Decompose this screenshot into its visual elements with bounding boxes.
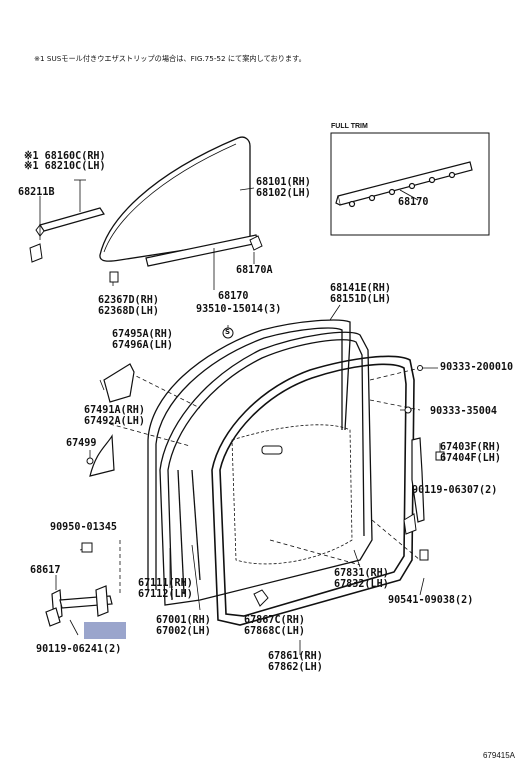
label-68170[interactable]: 68170 <box>218 289 249 302</box>
door-shell <box>159 331 373 606</box>
label-90119-06241[interactable]: 90119-06241(2) <box>36 642 122 655</box>
outer-belt-strip <box>39 207 105 232</box>
label-90333-35004[interactable]: 90333-35004 <box>430 404 498 417</box>
clip-68211b <box>29 243 43 263</box>
diagram-note: ※1 SUSモール付きウエザストリップの場合は、FIG.75-52 にて案内して… <box>34 54 306 63</box>
bracket-67495a <box>103 363 135 403</box>
label-67496a[interactable]: 67496A(LH) <box>112 338 173 351</box>
label-90950-01345[interactable]: 90950-01345 <box>50 520 118 533</box>
label-67867c[interactable]: 67867C(RH) <box>244 613 305 626</box>
door-glass <box>99 136 251 262</box>
label-68160c[interactable]: ※1 68160C(RH) <box>24 149 106 162</box>
label-68141e[interactable]: 68141E(RH) <box>330 281 391 294</box>
label-68170-full-trim[interactable]: 68170 <box>398 195 429 208</box>
label-62368d[interactable]: 62368D(LH) <box>98 304 159 317</box>
label-62367d[interactable]: 62367D(RH) <box>98 293 159 306</box>
label-67868c[interactable]: 67868C(LH) <box>244 624 305 637</box>
highlight-box <box>84 622 126 639</box>
full-trim-label: FULL TRIM <box>331 123 368 130</box>
full-trim-box <box>330 132 490 236</box>
screw-mark: S <box>225 328 231 336</box>
label-67001[interactable]: 67001(RH) <box>156 613 211 626</box>
label-68170a[interactable]: 68170A <box>236 263 273 276</box>
label-67495a[interactable]: 67495A(RH) <box>112 327 173 340</box>
label-67491a[interactable]: 67491A(RH) <box>84 403 145 416</box>
label-90541-09038[interactable]: 90541-09038(2) <box>388 593 474 606</box>
door-weatherstrip-frame <box>147 319 351 590</box>
label-67112[interactable]: 67112(LH) <box>138 587 193 600</box>
inner-belt-strip <box>145 234 259 267</box>
label-68151d[interactable]: 68151D(LH) <box>330 292 391 305</box>
label-67111[interactable]: 67111(RH) <box>138 576 193 589</box>
label-68102[interactable]: 68102(LH) <box>256 186 311 199</box>
label-67492a[interactable]: 67492A(LH) <box>84 414 145 427</box>
figure-code: 679415A <box>482 751 515 760</box>
label-68211b[interactable]: 68211B <box>18 185 55 198</box>
cover-67499 <box>89 434 115 477</box>
hole-cover <box>231 424 353 565</box>
run-channel-67403f <box>411 437 425 523</box>
label-68210c[interactable]: ※1 68210C(LH) <box>24 159 106 172</box>
label-67862[interactable]: 67862(LH) <box>268 660 323 673</box>
full-trim-strip <box>335 161 473 208</box>
label-67403f[interactable]: 67403F(RH) <box>440 440 501 453</box>
door-check <box>45 585 113 627</box>
label-93510[interactable]: 93510-15014(3) <box>196 302 282 315</box>
label-67404f[interactable]: 67404F(LH) <box>440 451 501 464</box>
label-67002[interactable]: 67002(LH) <box>156 624 211 637</box>
label-90119-06307[interactable]: 90119-06307(2) <box>412 483 498 496</box>
label-67499[interactable]: 67499 <box>66 436 97 449</box>
label-68617[interactable]: 68617 <box>30 563 61 576</box>
label-68101[interactable]: 68101(RH) <box>256 175 311 188</box>
label-67861[interactable]: 67861(RH) <box>268 649 323 662</box>
label-67832[interactable]: 67832(LH) <box>334 577 389 590</box>
label-90333-200010[interactable]: 90333-200010 <box>440 360 514 373</box>
label-67831[interactable]: 67831(RH) <box>334 566 389 579</box>
